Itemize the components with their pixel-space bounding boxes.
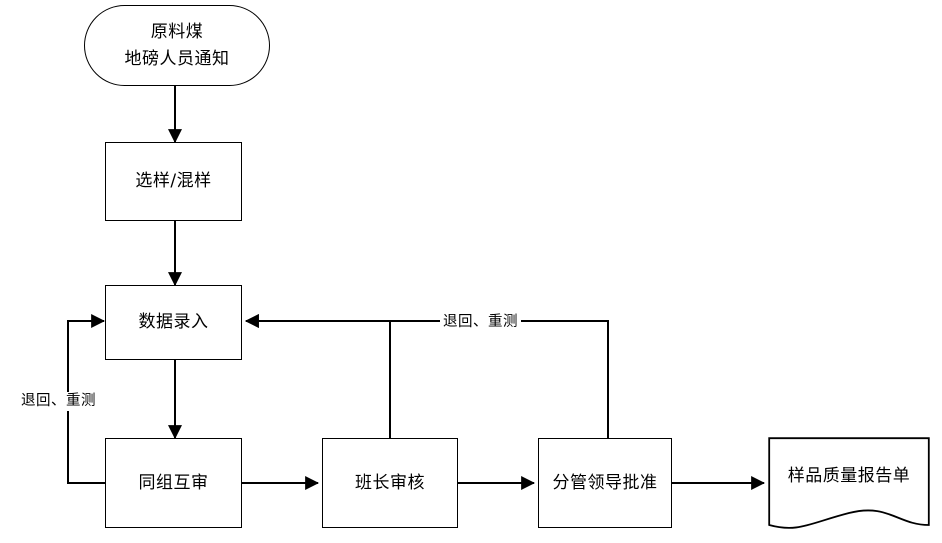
node-start-text: 原料煤 地磅人员通知 xyxy=(125,19,230,72)
node-peer-review[interactable]: 同组互审 xyxy=(105,438,242,528)
node-leader-approval[interactable]: 分管领导批准 xyxy=(538,438,672,528)
edge-label-left-return-retest: 退回、重测 xyxy=(18,392,99,411)
node-quality-report[interactable]: 样品质量报告单 xyxy=(768,437,930,541)
node-start-raw-coal-notice[interactable]: 原料煤 地磅人员通知 xyxy=(84,5,270,86)
node-data-entry-label: 数据录入 xyxy=(138,312,209,333)
node-shift-leader-review[interactable]: 班长审核 xyxy=(322,438,458,528)
node-select-mix-label: 选样/混样 xyxy=(135,171,212,192)
node-quality-report-label: 样品质量报告单 xyxy=(787,465,911,486)
node-shift-leader-review-label: 班长审核 xyxy=(355,472,425,493)
node-peer-review-label: 同组互审 xyxy=(138,472,209,493)
edge-label-right-return-retest: 退回、重测 xyxy=(440,313,521,332)
document-shape-icon xyxy=(768,437,930,529)
node-leader-approval-label: 分管领导批准 xyxy=(552,472,658,493)
edge-leader-approval-return-loop xyxy=(244,314,609,438)
node-start-line2: 地磅人员通知 xyxy=(124,48,230,69)
node-select-mix[interactable]: 选样/混样 xyxy=(105,142,242,221)
edge-shift-leader-return-loop xyxy=(244,314,391,438)
node-start-line1: 原料煤 xyxy=(150,22,204,43)
node-data-entry[interactable]: 数据录入 xyxy=(105,285,242,360)
